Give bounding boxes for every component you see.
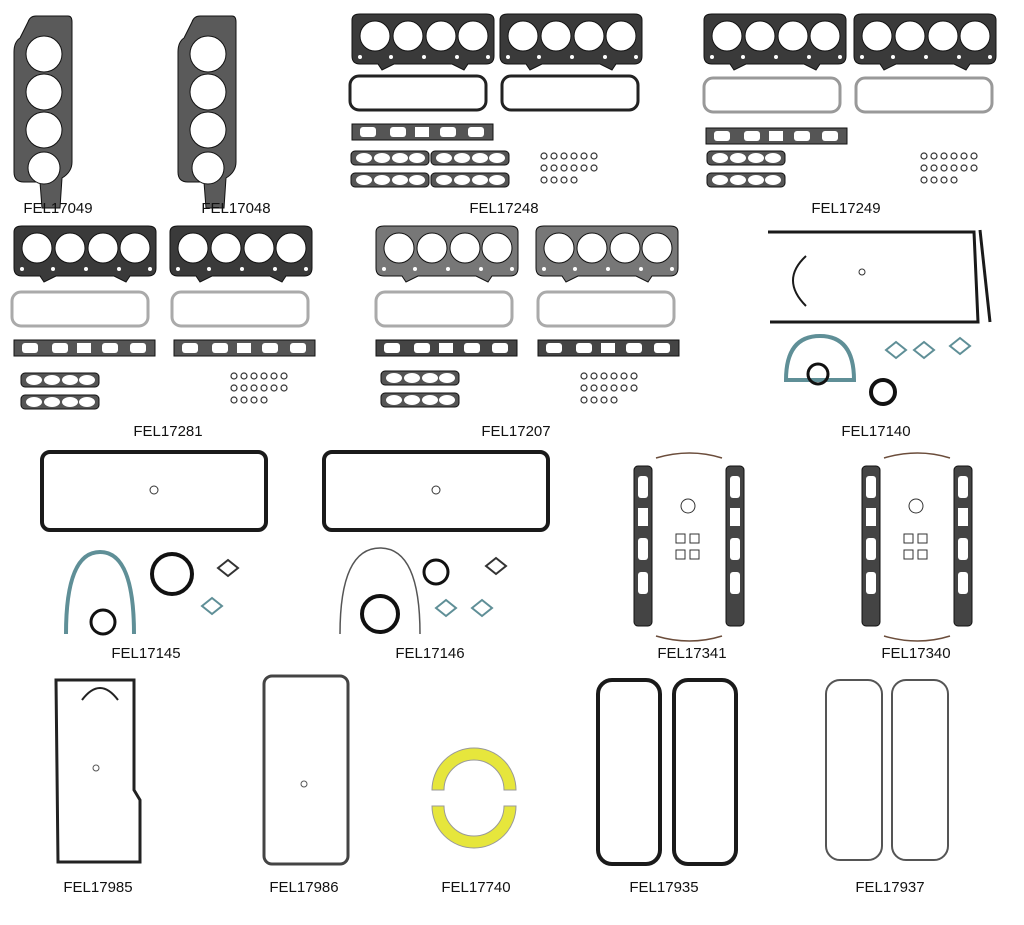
part-label-fel17146: FEL17146	[395, 645, 465, 662]
part-label-fel17740: FEL17740	[441, 879, 511, 896]
part-label-fel17248: FEL17248	[469, 200, 539, 217]
part-label-fel17340: FEL17340	[881, 645, 951, 662]
part-label-fel17140: FEL17140	[841, 423, 911, 440]
part-label-fel17937: FEL17937	[855, 879, 925, 896]
part-label-fel17049: FEL17049	[23, 200, 93, 217]
part-label-fel17048: FEL17048	[201, 200, 271, 217]
part-label-fel17986: FEL17986	[269, 879, 339, 896]
part-label-fel17207: FEL17207	[481, 423, 551, 440]
part-label-fel17341: FEL17341	[657, 645, 727, 662]
part-label-fel17935: FEL17935	[629, 879, 699, 896]
part-label-fel17985: FEL17985	[63, 879, 133, 896]
part-label-fel17145: FEL17145	[111, 645, 181, 662]
part-label-fel17249: FEL17249	[811, 200, 881, 217]
part-label-fel17281: FEL17281	[133, 423, 203, 440]
